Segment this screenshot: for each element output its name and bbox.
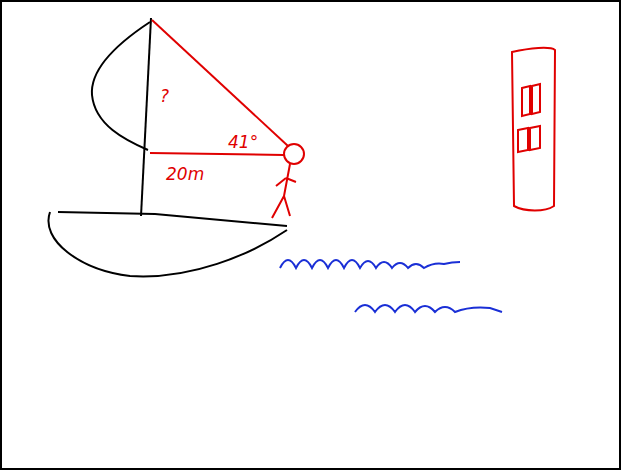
boat-hull <box>48 212 287 276</box>
wave <box>355 305 502 312</box>
person-body <box>272 164 296 218</box>
angle-label: 41° <box>228 134 258 151</box>
sight-line <box>152 20 288 146</box>
horizontal-line <box>150 153 284 155</box>
mast <box>141 18 151 216</box>
person-head <box>284 144 304 164</box>
distance-label: 20m <box>166 166 204 183</box>
building <box>512 48 555 211</box>
wave <box>280 260 460 268</box>
boat-deck <box>58 212 287 226</box>
unknown-height: ? <box>160 88 169 105</box>
building-windows <box>518 84 540 152</box>
sail <box>92 22 150 150</box>
